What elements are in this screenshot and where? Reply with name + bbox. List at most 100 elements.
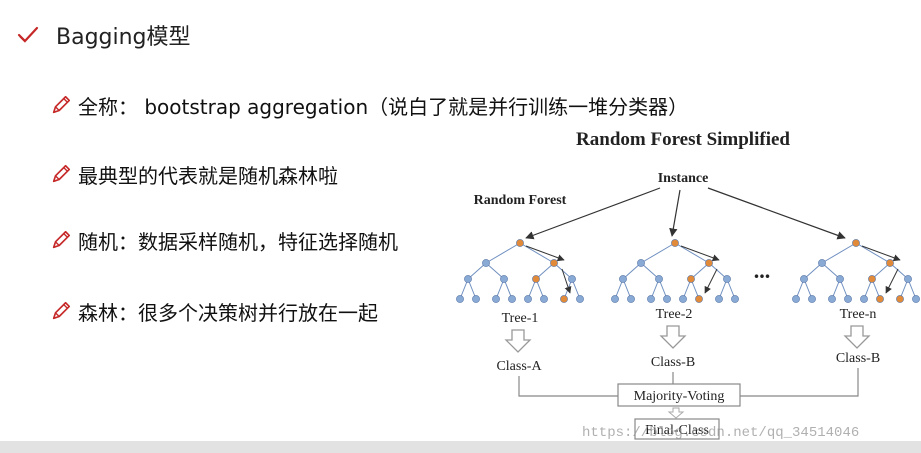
instance-arrow-tree-2 xyxy=(669,189,681,237)
hollow-arrow-final xyxy=(667,407,685,419)
tree-label-2: Tree-2 xyxy=(656,307,693,322)
tree-node xyxy=(836,275,844,283)
class-label-2: Class-B xyxy=(651,355,695,370)
tree-edge xyxy=(485,242,521,264)
bullet-text: 森林：很多个决策树并行放在一起 xyxy=(78,300,378,325)
tree-node xyxy=(860,295,868,303)
pencil-icon xyxy=(52,230,71,249)
ellipsis: ... xyxy=(754,258,771,283)
bottom-bar xyxy=(0,441,921,453)
tree-node xyxy=(852,239,860,247)
tree-edge xyxy=(726,278,736,300)
bullet-text: 随机：数据采样随机，特征选择随机 xyxy=(78,229,398,254)
tree-node xyxy=(619,275,627,283)
tree-edge xyxy=(855,242,891,264)
pencil-icon xyxy=(52,301,71,320)
bullet-text: 全称： bootstrap aggregation（说白了就是并行训练一堆分类器… xyxy=(78,94,689,119)
bullet-text: 最典型的代表就是随机森林啦 xyxy=(78,163,338,188)
tree-node xyxy=(524,295,532,303)
bullet-item-representative: 最典型的代表就是随机森林啦 xyxy=(50,159,338,189)
tree-edge xyxy=(640,242,676,264)
decision-tree xyxy=(792,239,920,303)
majority-voting-box xyxy=(617,383,741,407)
tree-edge xyxy=(718,278,728,300)
tree-node xyxy=(695,295,703,303)
tree-node xyxy=(800,275,808,283)
tree-edge xyxy=(803,262,823,280)
tree-label-n: Tree-n xyxy=(840,307,877,322)
tree-edge xyxy=(640,262,660,280)
tree-node xyxy=(655,275,663,283)
tree-node xyxy=(627,295,635,303)
connector-1 xyxy=(518,376,622,397)
path-arrow xyxy=(861,245,901,262)
diagram-title: Random Forest Simplified xyxy=(576,129,790,150)
tree-edge xyxy=(803,278,813,300)
tree-edge xyxy=(571,278,581,300)
tree-edge xyxy=(907,278,917,300)
instance-label: Instance xyxy=(658,171,709,186)
tree-edge xyxy=(690,262,710,280)
decision-tree xyxy=(456,239,584,303)
tree-node xyxy=(844,295,852,303)
tree-node xyxy=(482,259,490,267)
tree-node xyxy=(637,259,645,267)
heading-title: Bagging模型 xyxy=(56,25,191,50)
tree-edge xyxy=(535,278,545,300)
tree-node xyxy=(647,295,655,303)
tree-edge xyxy=(821,262,841,280)
tree-node xyxy=(492,295,500,303)
bullet-item-full-name: 全称： bootstrap aggregation（说白了就是并行训练一堆分类器… xyxy=(50,90,688,120)
tree-edge xyxy=(708,262,728,280)
path-arrow xyxy=(525,245,565,262)
hollow-arrow-2 xyxy=(659,325,687,349)
tree-edge xyxy=(821,242,857,264)
tree-edge xyxy=(535,262,555,280)
class-label-1: Class-A xyxy=(496,359,542,374)
tree-node xyxy=(456,295,464,303)
pencil-icon xyxy=(52,164,71,183)
tree-edge xyxy=(674,242,710,264)
tree-node xyxy=(818,259,826,267)
tree-edge xyxy=(690,278,700,300)
tree-edge xyxy=(553,262,573,280)
tree-node xyxy=(679,295,687,303)
tree-edge xyxy=(682,278,692,300)
tree-edge xyxy=(889,262,909,280)
tree-node xyxy=(868,275,876,283)
tree-node xyxy=(828,295,836,303)
path-arrow xyxy=(680,245,720,262)
tree-node xyxy=(808,295,816,303)
tree-node xyxy=(792,295,800,303)
slide-heading: Bagging模型 xyxy=(16,20,191,50)
tree-edge xyxy=(871,262,891,280)
tree-edge xyxy=(519,242,555,264)
bullet-item-random: 随机：数据采样随机，特征选择随机 xyxy=(50,225,398,255)
tree-edge xyxy=(839,278,849,300)
tree-node xyxy=(896,295,904,303)
instance-arrow-tree-1 xyxy=(525,187,661,240)
tree-node xyxy=(705,259,713,267)
tree-node xyxy=(464,275,472,283)
tree-node xyxy=(516,239,524,247)
tree-node xyxy=(560,295,568,303)
path-arrow xyxy=(885,268,899,294)
tree-edge xyxy=(485,262,505,280)
class-label-n: Class-B xyxy=(836,351,880,366)
connector-n xyxy=(740,368,859,397)
tree-node xyxy=(576,295,584,303)
tree-edge xyxy=(495,278,505,300)
tree-edge xyxy=(563,278,573,300)
tree-node xyxy=(568,275,576,283)
hollow-arrow-n xyxy=(843,325,871,349)
tree-edge xyxy=(527,278,537,300)
majority-voting-label: Majority-Voting xyxy=(634,389,725,404)
tree-node xyxy=(500,275,508,283)
tree-edge xyxy=(467,278,477,300)
pencil-icon xyxy=(52,95,71,114)
check-icon xyxy=(17,26,39,43)
tree-node xyxy=(472,295,480,303)
watermark: https://blog.csdn.net/qq_34514046 xyxy=(582,425,860,441)
tree-node xyxy=(550,259,558,267)
